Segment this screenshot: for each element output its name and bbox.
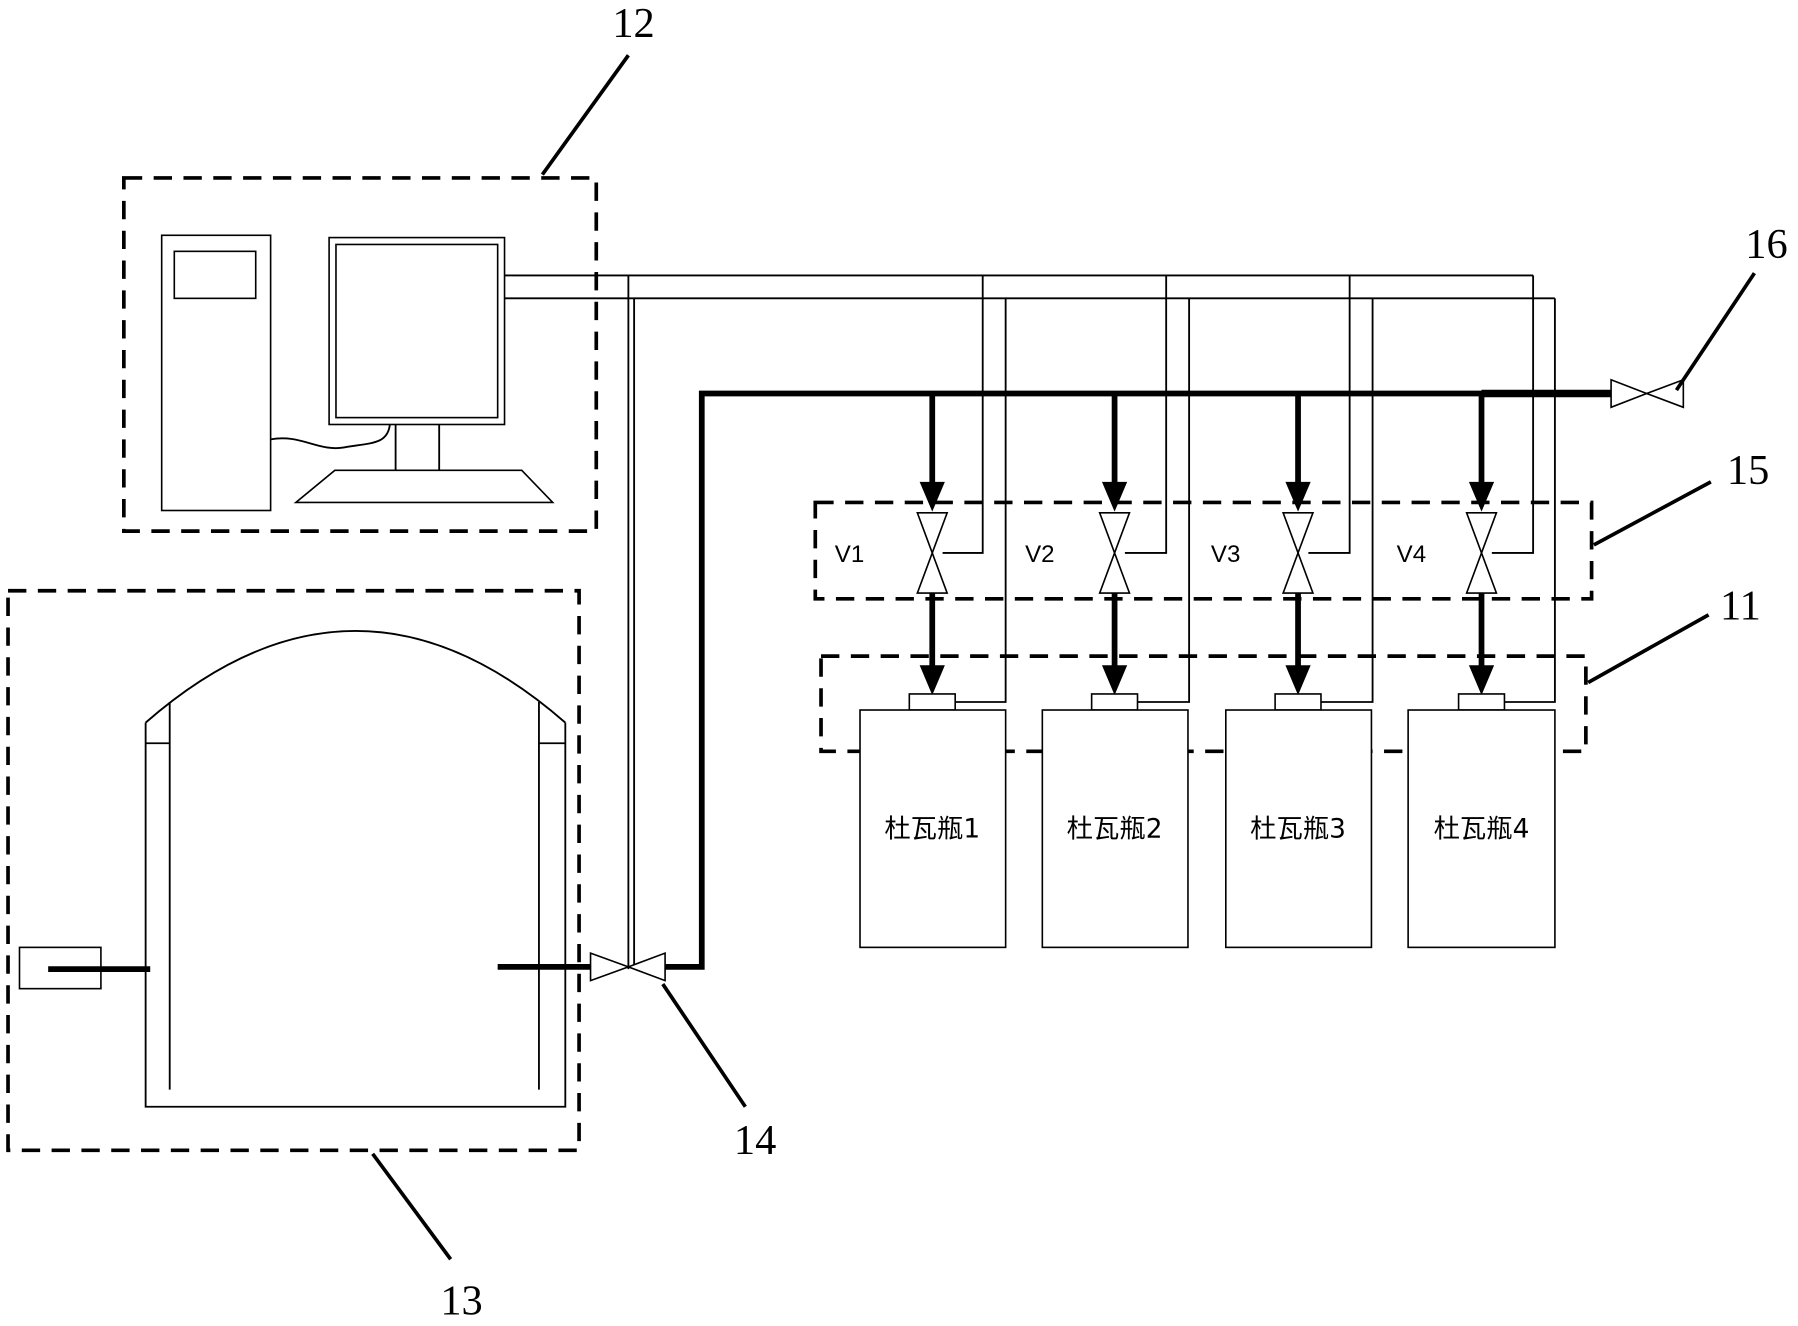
- branch-4: V4: [1397, 394, 1497, 696]
- dewar-signal-line-1: [955, 298, 1005, 702]
- valve-v3-top: [1283, 513, 1313, 553]
- exhaust-valve-leader-line: [1676, 273, 1754, 390]
- branch-1: V1: [835, 394, 947, 696]
- valve-control-line-v1: [943, 275, 983, 552]
- valve-label-v1: V1: [835, 541, 864, 568]
- dewar-signal-line-4: [1504, 298, 1554, 702]
- dewar-cap-1: [909, 694, 955, 710]
- exhaust-valve: [1611, 380, 1683, 408]
- branch-2: V2: [1025, 394, 1129, 696]
- chamber-outer-wall: [146, 723, 566, 1107]
- dewar-cap-2: [1092, 694, 1138, 710]
- chamber-leader-line: [373, 1154, 451, 1259]
- tower-panel: [174, 251, 255, 298]
- valve-v1-bottom: [917, 553, 947, 593]
- callout-12: 12: [612, 0, 654, 47]
- dewar-label-3: 杜瓦瓶3: [1250, 814, 1346, 844]
- fill-arrow-3: [1285, 665, 1310, 695]
- fill-arrow-4: [1469, 665, 1494, 695]
- valve-v1-top: [917, 513, 947, 553]
- monitor-screen: [336, 244, 498, 417]
- callout-16: 16: [1745, 221, 1787, 268]
- fill-arrow-1: [920, 665, 945, 695]
- dewar-2: 杜瓦瓶2: [1042, 694, 1188, 947]
- valve-control-line-v2: [1125, 275, 1166, 552]
- valve-v4-bottom: [1467, 553, 1497, 593]
- dewar-cap-3: [1275, 694, 1321, 710]
- chamber-dome: [146, 631, 566, 723]
- dewar-label-2: 杜瓦瓶2: [1067, 814, 1163, 844]
- inlet-valve-left: [591, 953, 629, 981]
- tower-monitor-cable: [271, 424, 390, 448]
- callout-11: 11: [1720, 582, 1761, 629]
- valve-v3-bottom: [1283, 553, 1313, 593]
- exhaust-valve-left: [1611, 380, 1647, 408]
- chamber-dashed-box: [8, 591, 579, 1151]
- valve-label-v3: V3: [1211, 541, 1240, 568]
- chamber: [146, 631, 566, 1107]
- valve-v4-top: [1467, 513, 1497, 553]
- branch-3: V3: [1211, 394, 1313, 696]
- feed-arrow-3: [1285, 482, 1310, 512]
- fill-arrow-2: [1102, 665, 1127, 695]
- callout-14: 14: [734, 1117, 776, 1164]
- callout-15: 15: [1727, 447, 1769, 494]
- dewar-group-leader-line: [1588, 615, 1708, 683]
- valve-group-leader-line: [1594, 482, 1711, 545]
- keyboard: [296, 470, 553, 502]
- dewar-1: 杜瓦瓶1: [860, 694, 1006, 947]
- valve-control-line-v3: [1308, 275, 1349, 552]
- valve-label-v2: V2: [1025, 541, 1054, 568]
- computer-tower: [162, 235, 271, 510]
- valve-v2-top: [1100, 513, 1130, 553]
- feed-arrow-1: [920, 482, 945, 512]
- computer-monitor: [329, 238, 504, 471]
- dewar-signal-line-3: [1321, 298, 1373, 702]
- valve-v2-bottom: [1100, 553, 1130, 593]
- feed-arrow-2: [1102, 482, 1127, 512]
- computer-leader-line: [542, 55, 628, 174]
- dewar-label-1: 杜瓦瓶1: [884, 814, 980, 844]
- callout-13: 13: [440, 1277, 482, 1324]
- dewar-3: 杜瓦瓶3: [1226, 694, 1372, 947]
- inlet-valve-leader-line: [663, 984, 746, 1107]
- exhaust-valve-right: [1647, 380, 1684, 408]
- dewar-label-4: 杜瓦瓶4: [1434, 814, 1530, 844]
- dewar-4: 杜瓦瓶4: [1408, 694, 1555, 947]
- dewar-signal-line-2: [1138, 298, 1190, 702]
- valve-label-v4: V4: [1397, 541, 1426, 568]
- valve-control-line-v4: [1492, 275, 1533, 552]
- feed-arrow-4: [1469, 482, 1494, 512]
- dewar-cap-4: [1459, 694, 1505, 710]
